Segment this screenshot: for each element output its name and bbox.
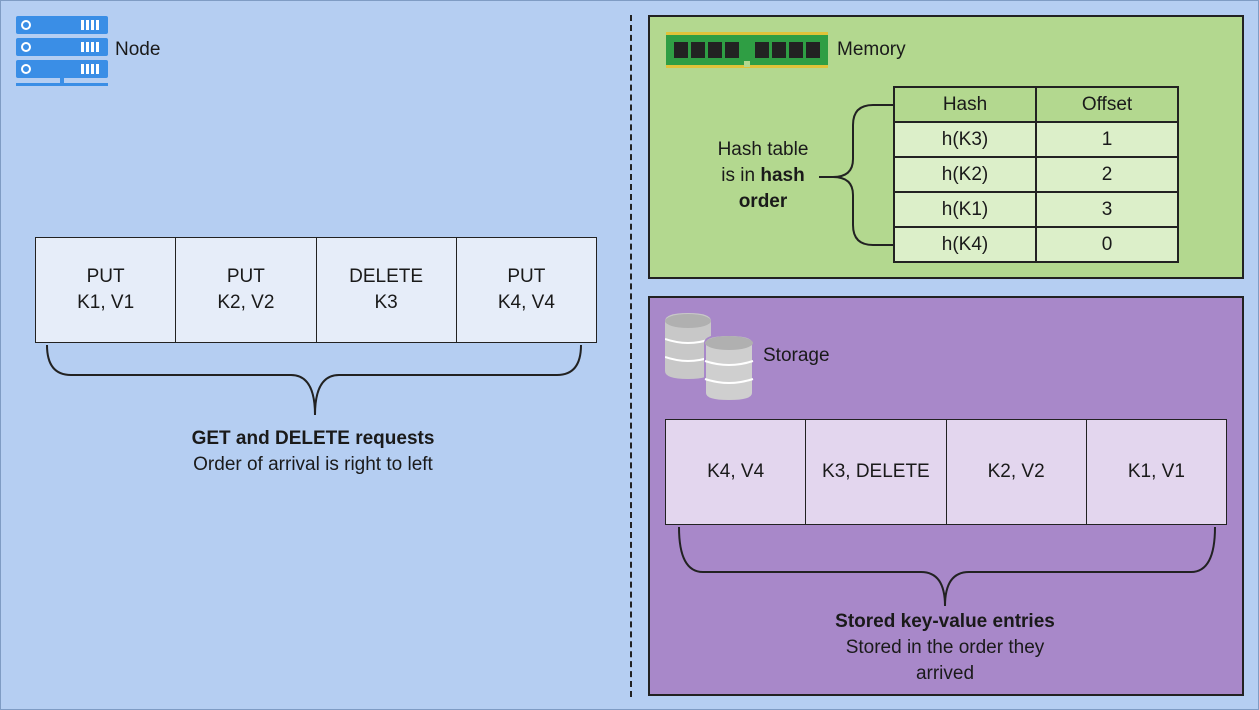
ram-icon — [666, 32, 828, 68]
request-args: K4, V4 — [497, 292, 555, 313]
request-args: K1, V1 — [77, 292, 135, 313]
hash-column-header: Hash — [893, 86, 1037, 123]
offset-column-header: Offset — [1035, 86, 1179, 123]
storage-caption-title: Stored key-value entries — [835, 611, 1055, 632]
hash-cell: h(K3) — [893, 121, 1037, 158]
requests-caption-title: GET and DELETE requests — [191, 428, 435, 449]
requests-caption: GET and DELETE requests Order of arrival… — [113, 426, 513, 478]
request-op: PUT — [86, 266, 125, 287]
request-op: PUT — [226, 266, 265, 287]
storage-entry: K1, V1 — [1086, 420, 1226, 524]
server-icon — [16, 16, 108, 86]
offset-cell: 0 — [1035, 226, 1179, 263]
hash-table-note: Hash table is in hash order — [687, 137, 839, 215]
database-icon — [665, 313, 754, 403]
hash-table-header-row: Hash Offset — [893, 86, 1179, 123]
storage-entries: K4, V4 K3, DELETE K2, V2 K1, V1 — [665, 419, 1227, 525]
request-cell: DELETE K3 — [316, 238, 457, 342]
request-args: K3 — [374, 292, 398, 313]
hash-note-prefix: is in — [721, 165, 756, 186]
request-args: K2, V2 — [217, 292, 275, 313]
request-op: DELETE — [349, 266, 424, 287]
request-op: PUT — [507, 266, 546, 287]
hash-note-line2: is in hash — [687, 163, 839, 189]
table-row: h(K4) 0 — [893, 226, 1179, 263]
request-queue: PUT K1, V1 PUT K2, V2 DELETE K3 PUT K4, … — [35, 237, 597, 343]
table-row: h(K1) 3 — [893, 191, 1179, 228]
hash-note-line1: Hash table — [717, 139, 809, 160]
hash-note-bold2: order — [738, 191, 788, 212]
storage-label: Storage — [763, 345, 830, 366]
hash-table: Hash Offset h(K3) 1 h(K2) 2 h(K1) 3 h(K4… — [893, 86, 1179, 263]
memory-label: Memory — [837, 39, 906, 60]
node-label: Node — [115, 39, 161, 60]
hash-note-bold: hash — [760, 165, 805, 186]
hash-cell: h(K2) — [893, 156, 1037, 193]
requests-caption-text: Order of arrival is right to left — [193, 454, 433, 475]
request-cell: PUT K4, V4 — [456, 238, 596, 342]
storage-caption-line1: Stored in the order they — [845, 637, 1045, 658]
storage-entry: K3, DELETE — [806, 420, 947, 524]
table-row: h(K3) 1 — [893, 121, 1179, 158]
offset-cell: 3 — [1035, 191, 1179, 228]
storage-entry: K2, V2 — [946, 420, 1087, 524]
storage-caption: Stored key-value entries Stored in the o… — [745, 609, 1145, 687]
table-row: h(K2) 2 — [893, 156, 1179, 193]
request-cell: PUT K1, V1 — [36, 238, 177, 342]
hash-cell: h(K1) — [893, 191, 1037, 228]
request-cell: PUT K2, V2 — [176, 238, 317, 342]
storage-caption-line2: arrived — [915, 663, 975, 684]
offset-cell: 2 — [1035, 156, 1179, 193]
hash-cell: h(K4) — [893, 226, 1037, 263]
offset-cell: 1 — [1035, 121, 1179, 158]
section-divider — [630, 15, 632, 697]
storage-entry: K4, V4 — [666, 420, 807, 524]
